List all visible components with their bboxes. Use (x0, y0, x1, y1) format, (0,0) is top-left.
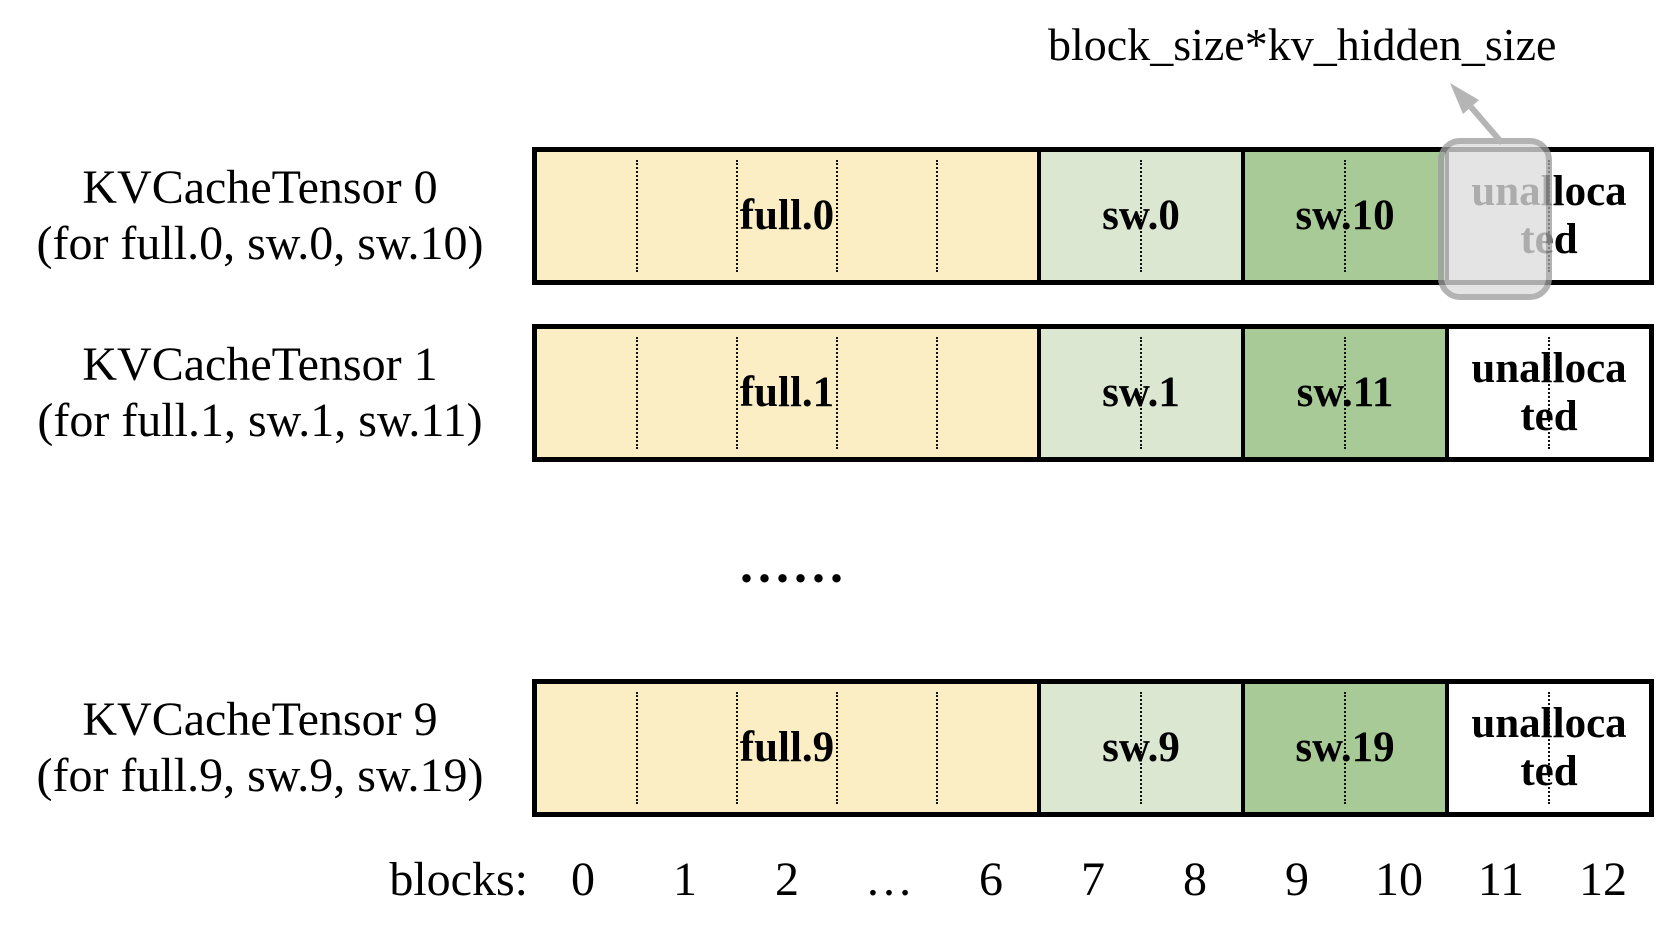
tensor-0-title: KVCacheTensor 0 (82, 161, 438, 214)
block-slot (636, 684, 737, 812)
block-index-tick: 7 (1081, 853, 1105, 906)
tensor-0-bar: full.0 sw.0 sw.10 unalloca ted (532, 138, 1654, 300)
sw-low-segment-label: sw.9 (1102, 723, 1180, 771)
block-slot (636, 152, 737, 280)
tensor-1-title: KVCacheTensor 1 (82, 338, 438, 391)
sw-low-segment-label: sw.1 (1102, 368, 1180, 416)
block-slot (1140, 152, 1241, 280)
block-slot (1344, 329, 1445, 457)
block-slot (736, 684, 837, 812)
sw-high-segment-label: sw.11 (1296, 368, 1394, 416)
unallocated-segment-label: unalloca ted (1471, 344, 1627, 440)
block-slot (1344, 152, 1445, 280)
block-slot (1140, 329, 1241, 457)
block-slot (936, 329, 1037, 457)
block-index-tick: 12 (1579, 853, 1627, 906)
block-index-tick: 8 (1183, 853, 1207, 906)
tensor-9-title: KVCacheTensor 9 (82, 693, 438, 746)
tensor-1-sw-low-segment: sw.1 (1037, 329, 1241, 457)
tensor-0-scope: (for full.0, sw.0, sw.10) (36, 217, 484, 270)
tensor-0-sw-low-segment: sw.0 (1037, 152, 1241, 280)
tensor-1-label: KVCacheTensor 1 (for full.1, sw.1, sw.11… (0, 337, 520, 449)
sw-high-segment-label: sw.19 (1295, 723, 1395, 771)
block-slot (836, 152, 937, 280)
tensor-1-full-segment: full.1 (537, 329, 1037, 457)
tensor-9-sw-high-segment: sw.19 (1241, 684, 1445, 812)
block-slot (636, 329, 737, 457)
block-index-tick: 2 (775, 853, 799, 906)
tensor-0-sw-high-segment: sw.10 (1241, 152, 1445, 280)
tensor-0-label: KVCacheTensor 0 (for full.0, sw.0, sw.10… (0, 160, 520, 272)
tensor-1-scope: (for full.1, sw.1, sw.11) (37, 394, 483, 447)
block-slot (836, 684, 937, 812)
block-size-highlight-box (1438, 138, 1552, 300)
full-segment-label: full.1 (739, 368, 835, 416)
tensor-9-label: KVCacheTensor 9 (for full.9, sw.9, sw.19… (0, 692, 520, 804)
full-segment-label: full.9 (739, 723, 835, 771)
block-slot (736, 329, 837, 457)
block-slot (736, 152, 837, 280)
block-slot (1344, 684, 1445, 812)
tensor-9-sw-low-segment: sw.9 (1037, 684, 1241, 812)
block-slot (936, 684, 1037, 812)
block-slot (836, 329, 937, 457)
block-index-tick: 10 (1375, 853, 1423, 906)
tensor-1-bar: full.1 sw.1 sw.11 unalloca ted (532, 324, 1654, 462)
block-slot (936, 152, 1037, 280)
block-slot (1548, 684, 1649, 812)
tensor-9-scope: (for full.9, sw.9, sw.19) (36, 749, 484, 802)
rows-ellipsis: ...... (740, 537, 848, 594)
block-index-tick: 11 (1477, 853, 1525, 906)
block-index-tick: 0 (571, 853, 595, 906)
blocks-axis-ticks: 0 1 2 … 6 7 8 9 10 11 12 (532, 852, 1654, 907)
full-segment-label: full.0 (739, 191, 835, 239)
tensor-9-full-segment: full.9 (537, 684, 1037, 812)
block-size-annotation: block_size*kv_hidden_size (1048, 19, 1557, 70)
sw-high-segment-label: sw.10 (1295, 191, 1395, 239)
unallocated-segment-label: unalloca ted (1471, 699, 1627, 795)
tensor-1-sw-high-segment: sw.11 (1241, 329, 1445, 457)
block-index-tick: 6 (979, 853, 1003, 906)
sw-low-segment-label: sw.0 (1102, 191, 1180, 239)
tensor-9-bar: full.9 sw.9 sw.19 unalloca ted (532, 679, 1654, 817)
block-slot (1548, 329, 1649, 457)
tensor-9-unallocated-segment: unalloca ted (1445, 684, 1649, 812)
tensor-0-full-segment: full.0 (537, 152, 1037, 280)
block-index-tick: … (865, 853, 913, 906)
tensor-1-unallocated-segment: unalloca ted (1445, 329, 1649, 457)
block-slot (1140, 684, 1241, 812)
blocks-axis-label: blocks: (389, 853, 528, 906)
block-index-tick: 9 (1285, 853, 1309, 906)
block-index-tick: 1 (673, 853, 697, 906)
